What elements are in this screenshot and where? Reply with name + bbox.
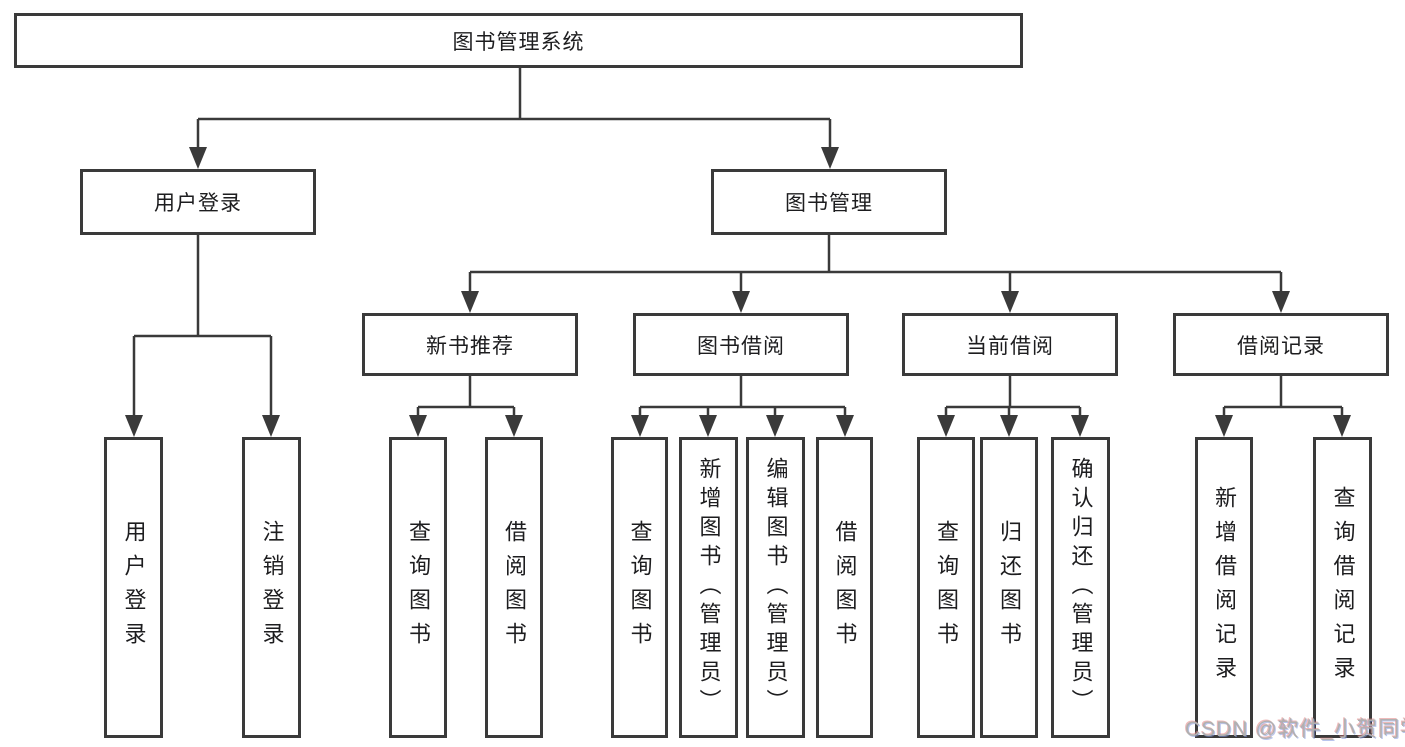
- node-label: 查询图书: [406, 519, 431, 656]
- leaf-query-book: 查询图书: [389, 437, 447, 738]
- arrow-icon: [262, 415, 280, 437]
- node-current-borrowing: 当前借阅: [902, 313, 1118, 376]
- node-label: 确认归还（管理员）: [1068, 457, 1094, 718]
- arrow-icon: [409, 415, 427, 437]
- arrow-icon: [1001, 291, 1019, 313]
- node-label: 新增图书（管理员）: [696, 457, 722, 718]
- node-new-book-recommend: 新书推荐: [362, 313, 578, 376]
- node-label: 编辑图书（管理员）: [763, 457, 789, 718]
- arrow-icon: [631, 415, 649, 437]
- node-label: 图书管理系统: [452, 30, 585, 54]
- node-library-management-system: 图书管理系统: [14, 13, 1023, 68]
- arrow-icon: [699, 415, 717, 437]
- node-label: 查询图书: [627, 519, 653, 656]
- arrow-icon: [1272, 291, 1290, 313]
- arrow-icon: [505, 415, 523, 437]
- arrow-icon: [189, 147, 207, 169]
- node-book-borrowing: 图书借阅: [633, 313, 849, 376]
- node-label: 查询图书: [934, 519, 959, 656]
- arrow-icon: [461, 291, 479, 313]
- arrow-icon: [1215, 415, 1233, 437]
- csdn-watermark: CSDN @软件_小贺同学: [1185, 718, 1405, 741]
- node-label: 新增借阅记录: [1212, 485, 1237, 690]
- node-user-login: 用户登录: [80, 169, 316, 235]
- arrow-icon: [1333, 415, 1351, 437]
- leaf-return-book: 归还图书: [980, 437, 1038, 738]
- leaf-user-login: 用户登录: [104, 437, 163, 738]
- leaf-add-borrow-record: 新增借阅记录: [1195, 437, 1253, 738]
- node-label: 借阅图书: [502, 519, 527, 656]
- node-label: 图书借阅: [697, 334, 785, 358]
- leaf-query-book: 查询图书: [611, 437, 668, 738]
- node-label: 查询借阅记录: [1330, 485, 1356, 690]
- arrow-icon: [1071, 415, 1089, 437]
- leaf-confirm-return-admin: 确认归还（管理员）: [1051, 437, 1110, 738]
- node-book-management: 图书管理: [711, 169, 947, 235]
- node-label: 归还图书: [997, 519, 1022, 656]
- leaf-logout: 注销登录: [242, 437, 301, 738]
- leaf-add-book-admin: 新增图书（管理员）: [679, 437, 738, 738]
- leaf-borrow-book: 借阅图书: [816, 437, 873, 738]
- arrow-icon: [766, 415, 784, 437]
- arrow-icon: [836, 415, 854, 437]
- leaf-edit-book-admin: 编辑图书（管理员）: [746, 437, 805, 738]
- leaf-query-book: 查询图书: [917, 437, 975, 738]
- node-label: 用户登录: [121, 519, 147, 656]
- arrow-icon: [821, 147, 839, 169]
- node-label: 当前借阅: [966, 334, 1054, 358]
- arrow-icon: [1000, 415, 1018, 437]
- node-borrowing-records: 借阅记录: [1173, 313, 1389, 376]
- leaf-borrow-book: 借阅图书: [485, 437, 543, 738]
- arrow-icon: [732, 291, 750, 313]
- node-label: 借阅记录: [1237, 334, 1325, 358]
- node-label: 新书推荐: [426, 334, 514, 358]
- node-label: 用户登录: [154, 192, 242, 215]
- node-label: 注销登录: [259, 519, 285, 656]
- node-label: 借阅图书: [832, 519, 858, 656]
- node-label: 图书管理: [785, 192, 873, 215]
- leaf-query-borrow-record: 查询借阅记录: [1313, 437, 1372, 738]
- arrow-icon: [937, 415, 955, 437]
- arrow-icon: [125, 415, 143, 437]
